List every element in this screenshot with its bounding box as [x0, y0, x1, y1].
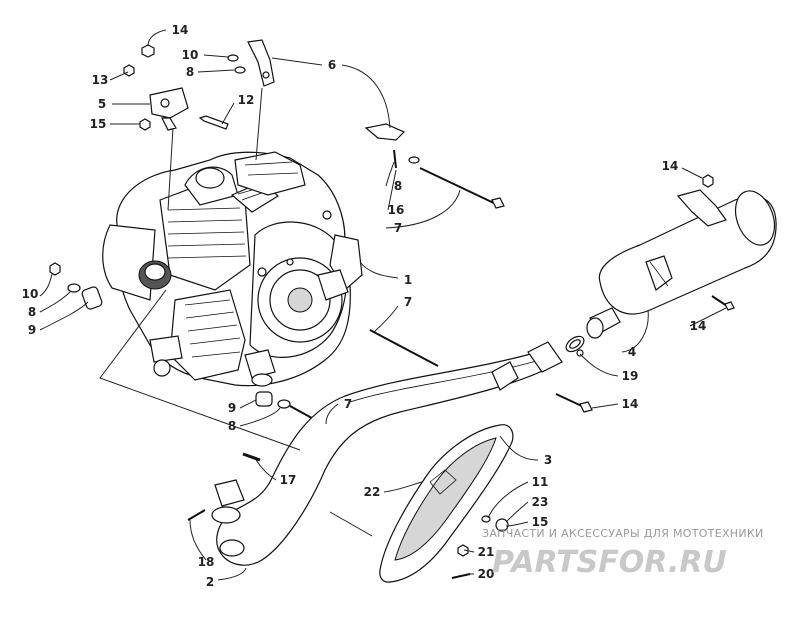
- callout-8-right: 8: [394, 179, 402, 193]
- callout-20: 20: [478, 567, 495, 581]
- callout-17: 17: [280, 473, 297, 487]
- callout-7-right: 7: [394, 221, 402, 235]
- callout-8-top: 8: [186, 65, 194, 79]
- callout-21: 21: [478, 545, 495, 559]
- callout-7-mid: 7: [404, 295, 412, 309]
- callout-15-lower: 15: [532, 515, 549, 529]
- callout-labels: 14 10 8 6 13 5 12 15 8 16 7 14 1 10 8 9 …: [22, 23, 707, 589]
- callout-11: 11: [532, 475, 549, 489]
- watermark-logo: PARTSFOR.RU: [492, 545, 727, 580]
- callout-8-left: 8: [28, 305, 36, 319]
- callout-4: 4: [628, 345, 636, 359]
- callout-8-lower: 8: [228, 419, 236, 433]
- callout-16: 16: [388, 203, 405, 217]
- callout-19: 19: [622, 369, 639, 383]
- callout-12: 12: [238, 93, 255, 107]
- callout-14-muffler-side: 14: [690, 319, 707, 333]
- callout-9-lower: 9: [228, 401, 236, 415]
- callout-18: 18: [198, 555, 215, 569]
- engine-assembly: [102, 151, 363, 387]
- callout-1: 1: [404, 273, 412, 287]
- callout-2: 2: [206, 575, 214, 589]
- callout-9-left: 9: [28, 323, 36, 337]
- callout-10-top: 10: [182, 48, 199, 62]
- exhaust-clamp: [565, 335, 585, 357]
- callout-14-muffler-top: 14: [662, 159, 679, 173]
- exhaust-pipe: [211, 341, 563, 566]
- callout-14-lower: 14: [622, 397, 639, 411]
- leader-lines: [39, 29, 727, 581]
- callout-5: 5: [98, 97, 106, 111]
- callout-3: 3: [544, 453, 552, 467]
- heat-shield: [379, 424, 514, 583]
- callout-22: 22: [364, 485, 381, 499]
- callout-23: 23: [532, 495, 549, 509]
- callout-6: 6: [328, 58, 336, 72]
- callout-14-top-left: 14: [172, 23, 189, 37]
- callout-7-lower: 7: [344, 397, 352, 411]
- upper-bracket-6: [247, 39, 275, 87]
- callout-13: 13: [92, 73, 109, 87]
- callout-10-left: 10: [22, 287, 39, 301]
- right-mount-tab: [364, 123, 406, 141]
- muffler: [586, 189, 777, 339]
- watermark: ЗАПЧАСТИ И АКСЕССУАРЫ ДЛЯ МОТОТЕХНИКИ PA…: [482, 527, 764, 580]
- callout-15-left: 15: [90, 117, 107, 131]
- engine-mount-bracket: [149, 87, 189, 131]
- watermark-tagline: ЗАПЧАСТИ И АКСЕССУАРЫ ДЛЯ МОТОТЕХНИКИ: [482, 527, 764, 540]
